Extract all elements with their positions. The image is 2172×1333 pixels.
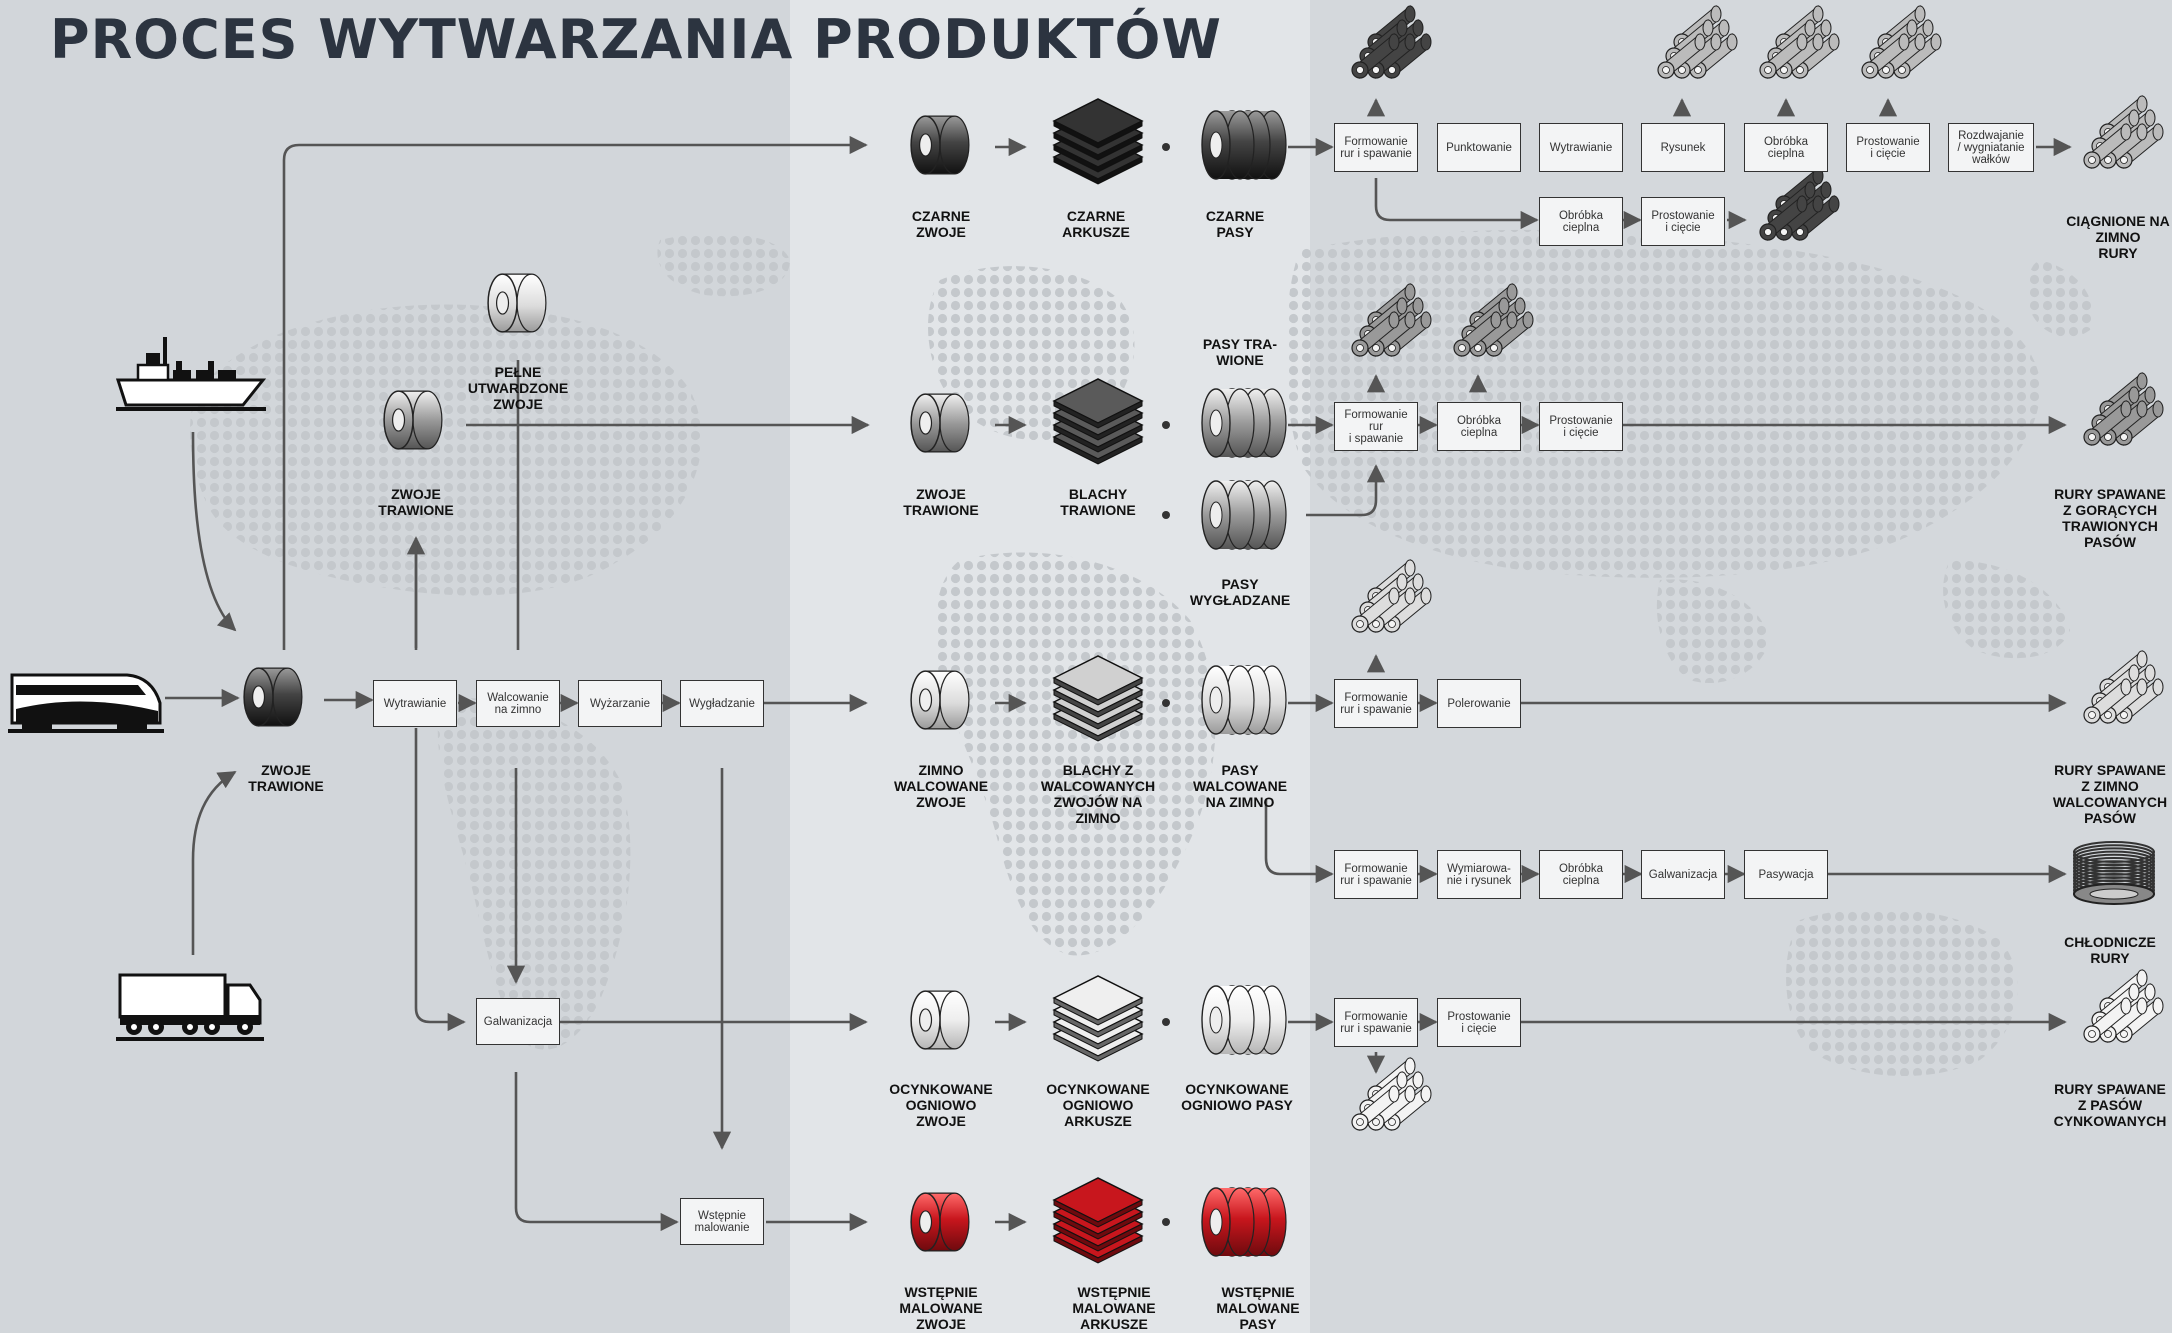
box-r1-prostowanie: Prostowanie i cięcie [1846,123,1930,172]
pipes-rury-zimno [2083,649,2164,725]
coil-zwoje-trawione-main [243,667,303,727]
label-ocynkowane-zwoje: OCYNKOWANE OGNIOWO ZWOJE [889,1081,993,1129]
box-r4-pasywacja: Pasywacja [1744,850,1828,899]
label-blachy-trawione: BLACHY TRAWIONE [1060,486,1136,518]
label-wstepnie-arkusze: WSTĘPNIE MALOWANE ARKUSZE [1072,1284,1156,1332]
box-r1-rozdwajanie: Rozdwajanie / wygniatanie wałków [1948,123,2034,172]
label-pasy-wygladzane: PASY WYGŁADZANE [1189,576,1291,608]
box-r4-obrobka: Obróbka cieplna [1539,850,1623,899]
label-wstepnie-pasy: WSTĘPNIE MALOWANE PASY [1216,1284,1300,1332]
sheets-czarne-arkusze [1052,98,1144,185]
label-ciagnione: CIĄGNIONE NA ZIMNO RURY [2066,213,2170,261]
box-r2-obrobka: Obróbka cieplna [1437,402,1521,451]
strips-pasy-wygladzane [1201,480,1287,550]
box-r1-formowanie: Formowanie rur i spawanie [1334,123,1418,172]
pipes-rury-goracych [2083,371,2164,447]
label-ocynkowane-pasy: OCYNKOWANE OGNIOWO PASY [1181,1081,1293,1113]
sheets-blachy-walcowane [1052,655,1144,742]
label-rury-zimno: RURY SPAWANE Z ZIMNO WALCOWANYCH PASÓW [2052,762,2168,826]
box-r1b-obrobka: Obróbka cieplna [1539,197,1623,246]
label-rury-goracych: RURY SPAWANE Z GORĄCYCH TRAWIONYCH PASÓW [2054,486,2166,550]
box-walcowanie: Walcowanie na zimno [476,680,560,727]
label-pelne-utwardzone: PEŁNE UTWARDZONE ZWOJE [467,364,569,412]
flow-connectors [165,98,2072,1232]
box-r3-formowanie: Formowanie rur i spawanie [1334,679,1418,728]
world-map-dots [190,229,2093,1077]
label-czarne-arkusze: CZARNE ARKUSZE [1062,208,1130,240]
coil-ocynkowane [910,990,970,1050]
pipes-r1-c [1759,4,1840,80]
band-left [0,0,790,1333]
train-icon [8,673,164,733]
sheets-wstepnie-malowane [1052,1177,1144,1264]
label-zwoje-trawione-mid: ZWOJE TRAWIONE [903,486,979,518]
strips-pasy-trawione [1201,388,1287,458]
box-r4-wymiarowanie: Wymiarowa- nie i rysunek [1437,850,1521,899]
coil-pelne-utwardzone [487,273,547,333]
box-r5-prostowanie: Prostowanie i cięcie [1437,998,1521,1047]
strips-pasy-walcowane [1201,665,1287,735]
sheets-ocynkowane [1052,975,1144,1062]
box-wyzarzanie: Wyżarzanie [578,680,662,727]
page-title: PROCES WYTWARZANIA PRODUKTÓW [50,8,1222,71]
label-zwoje-trawione-upper: ZWOJE TRAWIONE [378,486,454,518]
box-r1-obrobka: Obróbka cieplna [1744,123,1828,172]
pipes-r1-a [1351,4,1432,80]
box-wygladzanie: Wygładzanie [680,680,764,727]
label-chlodnicze: CHŁODNICZE RURY [2064,934,2156,966]
coil-czarne-zwoje [910,115,970,175]
truck-icon [116,973,264,1041]
pipes-r1-b [1657,4,1738,80]
pipes-ciagnione [2083,94,2164,170]
label-czarne-pasy: CZARNE PASY [1205,208,1265,240]
strips-czarne-pasy [1201,110,1287,180]
coil-wstepnie-malowane [910,1192,970,1252]
sheets-blachy-trawione [1052,378,1144,465]
pipes-r3 [1351,558,1432,634]
label-pasy-trawione: PASY TRA- WIONE [1202,336,1278,368]
box-r5-formowanie: Formowanie rur i spawanie [1334,998,1418,1047]
box-r2-formowanie: Formowanie rur i spawanie [1334,402,1418,451]
label-zimno-walcowane-zwoje: ZIMNO WALCOWANE ZWOJE [893,762,989,810]
box-r1-rysunek: Rysunek [1641,123,1725,172]
coil-zwoje-trawione-upper [383,390,443,450]
pipes-r1-d [1861,4,1942,80]
pipes-rury-cynkowanych [2083,968,2164,1044]
pipes-r2-b [1453,282,1534,358]
pipes-r2-a [1351,282,1432,358]
box-wytrawianie-main: Wytrawianie [373,680,457,727]
strips-wstepnie-malowane [1201,1187,1287,1257]
bullet-dots [1162,143,1170,1226]
label-pasy-walcowane: PASY WALCOWANE NA ZIMNO [1192,762,1288,810]
strips-ocynkowane [1201,985,1287,1055]
coil-zwoje-trawione-mid [910,393,970,453]
box-r1-punktowanie: Punktowanie [1437,123,1521,172]
label-rury-cynkowanych: RURY SPAWANE Z PASÓW CYNKOWANYCH [2053,1081,2167,1129]
box-r1-wytrawianie: Wytrawianie [1539,123,1623,172]
box-r1b-prostowanie: Prostowanie i cięcie [1641,197,1725,246]
coil-zimno-walcowane [910,670,970,730]
spiral-chlodnicze [2073,841,2155,905]
label-blachy-z-walcowanych: BLACHY Z WALCOWANYCH ZWOJÓW NA ZIMNO [1040,762,1156,826]
box-r4-galwanizacja: Galwanizacja [1641,850,1725,899]
label-wstepnie-zwoje: WSTĘPNIE MALOWANE ZWOJE [899,1284,983,1332]
ship-icon [115,337,267,411]
icons-layer [8,4,2164,1264]
label-czarne-zwoje: CZARNE ZWOJE [911,208,971,240]
box-galwanizacja-main: Galwanizacja [476,998,560,1045]
label-zwoje-trawione-main: ZWOJE TRAWIONE [248,762,324,794]
pipes-r5 [1351,1056,1432,1132]
box-r4-formowanie: Formowanie rur i spawanie [1334,850,1418,899]
label-ocynkowane-arkusze: OCYNKOWANE OGNIOWO ARKUSZE [1046,1081,1150,1129]
pipes-r1b [1759,166,1840,242]
box-wstepnie-malowanie: Wstępnie malowanie [680,1198,764,1245]
box-r2-prostowanie: Prostowanie i cięcie [1539,402,1623,451]
box-r3-polerowanie: Polerowanie [1437,679,1521,728]
